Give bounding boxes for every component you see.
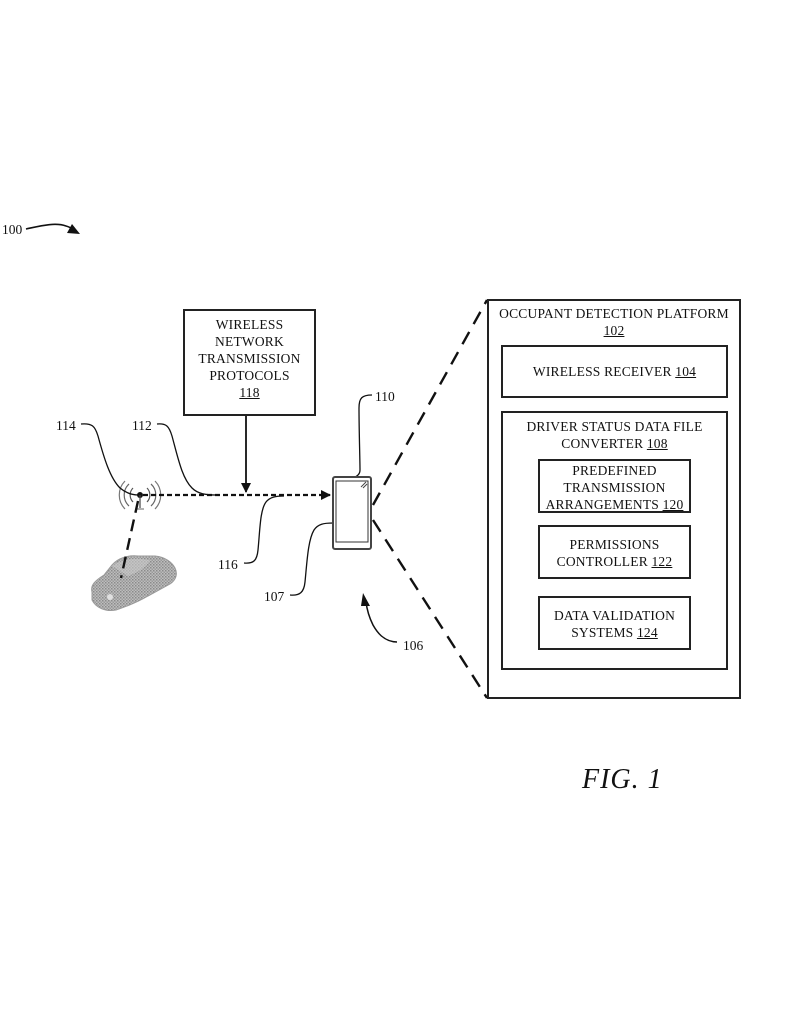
predefined-line-2: TRANSMISSION <box>563 480 666 495</box>
zoom-line-bottom <box>371 519 489 699</box>
predefined-ref: 120 <box>662 497 684 512</box>
leader-112 <box>156 423 217 496</box>
data-validation-box: DATA VALIDATION SYSTEMS 124 <box>538 596 691 650</box>
leader-116 <box>243 495 285 564</box>
vehicle-link-line <box>119 500 140 579</box>
system-ref-arrow <box>25 223 80 234</box>
leader-110 <box>351 394 373 479</box>
figure-caption: FIG. 1 <box>582 764 663 795</box>
permissions-ref: 122 <box>651 554 673 569</box>
protocols-line-4: PROTOCOLS <box>209 368 290 383</box>
predefined-line-3: ARRANGEMENTS <box>545 497 659 512</box>
predefined-transmission-box: PREDEFINED TRANSMISSION ARRANGEMENTS 120 <box>538 459 691 513</box>
callout-107: 107 <box>264 589 285 604</box>
system-ref-label: 100 <box>2 222 23 237</box>
permissions-line-2: CONTROLLER <box>556 554 648 569</box>
platform-ref: 102 <box>603 323 625 338</box>
converter-ref: 108 <box>646 436 668 451</box>
protocols-line-3: TRANSMISSION <box>198 351 301 366</box>
validation-line-2: SYSTEMS <box>571 625 634 640</box>
converter-line-1: DRIVER STATUS DATA FILE <box>526 419 703 434</box>
protocols-line-1: WIRELESS <box>215 317 284 332</box>
predefined-line-1: PREDEFINED <box>572 463 657 478</box>
permissions-line-1: PERMISSIONS <box>569 537 660 552</box>
leader-114 <box>80 423 139 496</box>
permissions-controller-box: PERMISSIONS CONTROLLER 122 <box>538 525 691 579</box>
converter-line-2: CONVERTER <box>561 436 644 451</box>
zoom-line-top <box>371 299 489 506</box>
zoom-view-arrow <box>361 593 398 643</box>
wireless-receiver-label: WIRELESS RECEIVER <box>532 364 672 379</box>
mobile-phone-icon <box>332 476 372 550</box>
wireless-receiver-ref: 104 <box>675 364 697 379</box>
platform-title: OCCUPANT DETECTION PLATFORM <box>499 306 729 321</box>
callout-112: 112 <box>132 418 152 433</box>
callout-114: 114 <box>56 418 76 433</box>
callout-106: 106 <box>403 638 424 653</box>
validation-line-1: DATA VALIDATION <box>553 608 676 623</box>
leader-107 <box>289 522 334 596</box>
protocols-line-2: NETWORK <box>215 334 284 349</box>
wireless-receiver-box: WIRELESS RECEIVER 104 <box>501 345 728 398</box>
wireless-network-protocols-box: WIRELESS NETWORK TRANSMISSION PROTOCOLS … <box>183 309 316 416</box>
protocols-ref: 118 <box>239 385 260 400</box>
validation-ref: 124 <box>636 625 658 640</box>
car-icon <box>91 555 177 611</box>
callout-110: 110 <box>375 389 395 404</box>
callout-116: 116 <box>218 557 238 572</box>
